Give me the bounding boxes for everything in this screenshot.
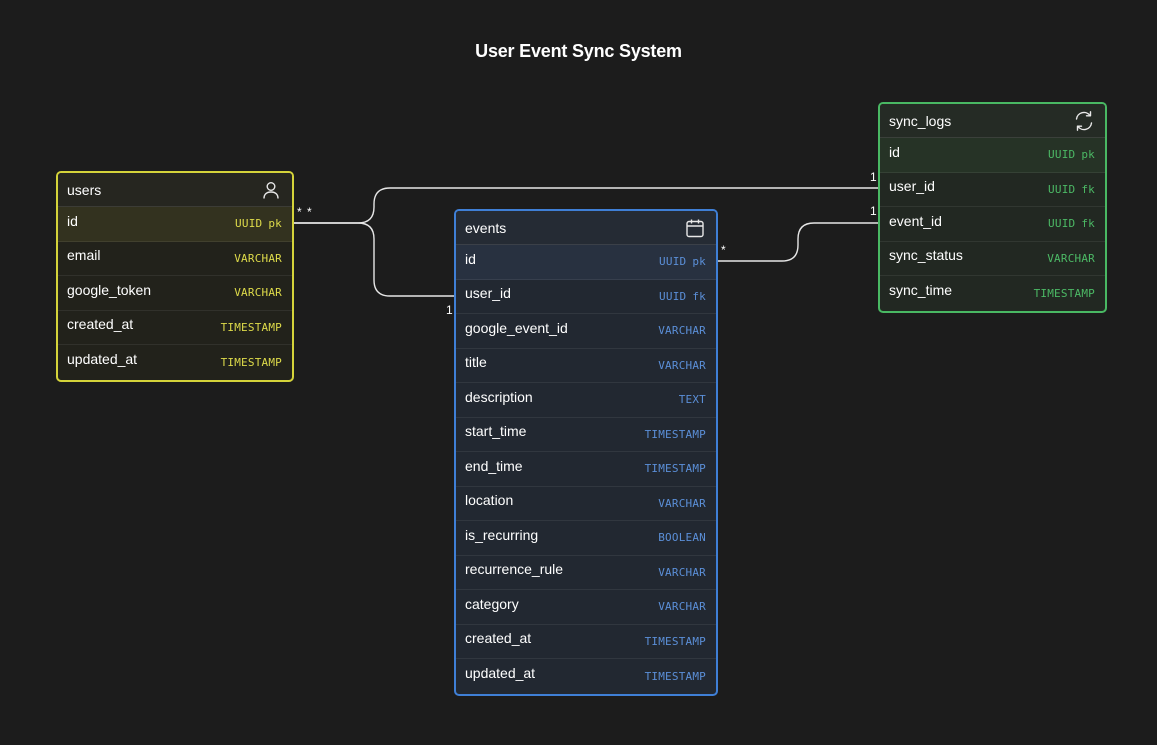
field-name: recurrence_rule	[465, 561, 564, 578]
field-type: VARCHAR	[658, 324, 706, 338]
field-name: location	[465, 492, 514, 509]
field-name: created_at	[465, 630, 532, 647]
field-key: fk	[692, 289, 706, 303]
table-header: users	[58, 173, 292, 207]
table-row: created_at TIMESTAMP	[58, 311, 292, 345]
field-type: TIMESTAMP	[644, 427, 706, 441]
field-name: end_time	[465, 457, 523, 474]
field-type: TIMESTAMP	[644, 669, 706, 683]
field-type: VARCHAR	[658, 358, 706, 372]
field-name: email	[67, 247, 101, 264]
field-name: google_token	[67, 281, 152, 298]
field-name: description	[465, 388, 533, 405]
table-name: sync_logs	[889, 112, 952, 129]
table-row: end_time TIMESTAMP	[456, 452, 716, 487]
field-name: sync_time	[889, 282, 953, 299]
field-key: pk	[1081, 148, 1095, 162]
table-row: google_event_id VARCHAR	[456, 314, 716, 349]
table-row: created_at TIMESTAMP	[456, 625, 716, 659]
link-events-sync_logs	[714, 222, 880, 262]
table-row: category VARCHAR	[456, 590, 716, 625]
field-type: TIMESTAMP	[644, 462, 706, 476]
field-type: TEXT	[678, 393, 706, 407]
field-type: TIMESTAMP	[220, 355, 282, 369]
table-row: is_recurring BOOLEAN	[456, 521, 716, 556]
field-name: id	[889, 143, 900, 160]
field-type: VARCHAR	[658, 496, 706, 510]
table-row: sync_status VARCHAR	[880, 242, 1105, 276]
field-type: VARCHAR	[234, 286, 282, 300]
table-row: start_time TIMESTAMP	[456, 418, 716, 452]
field-name: updated_at	[465, 665, 536, 682]
card-users-sync_logs-many: *	[297, 205, 302, 219]
field-type: TIMESTAMP	[644, 634, 706, 648]
field-key: fk	[1081, 217, 1095, 231]
table-name: events	[465, 219, 507, 236]
field-name: google_event_id	[465, 319, 568, 336]
link-users-sync_logs	[290, 187, 880, 224]
card-users-events-many: *	[307, 205, 312, 219]
table-row: location VARCHAR	[456, 487, 716, 521]
card-events-sync_logs-many: *	[721, 243, 726, 257]
field-key: fk	[1081, 182, 1095, 196]
field-type: VARCHAR	[658, 565, 706, 579]
field-type: VARCHAR	[234, 251, 282, 265]
field-key: pk	[692, 255, 706, 269]
table-row: google_token VARCHAR	[58, 276, 292, 311]
field-name: is_recurring	[465, 526, 539, 543]
field-type: TIMESTAMP	[1033, 286, 1095, 300]
field-type: VARCHAR	[1047, 251, 1095, 265]
table-row: email VARCHAR	[58, 242, 292, 276]
table-row: recurrence_rule VARCHAR	[456, 556, 716, 590]
field-name: user_id	[889, 178, 935, 195]
table-name: users	[67, 181, 102, 198]
refresh-icon	[1073, 110, 1095, 132]
field-name: title	[465, 354, 487, 371]
field-name: updated_at	[67, 351, 138, 368]
field-type: TIMESTAMP	[220, 320, 282, 334]
field-key: pk	[268, 217, 282, 231]
field-name: id	[67, 212, 78, 229]
card-users-sync_logs-one: 1	[870, 170, 877, 184]
field-name: id	[465, 250, 476, 267]
card-users-events-one: 1	[446, 303, 453, 317]
field-name: event_id	[889, 212, 942, 229]
user-icon	[260, 179, 282, 201]
field-name: category	[465, 595, 519, 612]
field-name: created_at	[67, 316, 134, 333]
field-name: user_id	[465, 285, 511, 302]
field-name: sync_status	[889, 247, 963, 264]
field-name: start_time	[465, 423, 527, 440]
table-header: events	[456, 211, 716, 245]
table-row: updated_at TIMESTAMP	[58, 345, 292, 380]
table-row: updated_at TIMESTAMP	[456, 659, 716, 694]
link-users-events	[290, 222, 456, 297]
table-header: sync_logs	[880, 104, 1105, 138]
calendar-icon	[684, 217, 706, 239]
field-type: VARCHAR	[658, 600, 706, 614]
field-type: BOOLEAN	[658, 531, 706, 545]
table-row: title VARCHAR	[456, 349, 716, 383]
table-row: description TEXT	[456, 383, 716, 418]
card-events-sync_logs-one: 1	[870, 204, 877, 218]
diagram-title: User Event Sync System	[475, 41, 682, 61]
table-row: sync_time TIMESTAMP	[880, 276, 1105, 311]
